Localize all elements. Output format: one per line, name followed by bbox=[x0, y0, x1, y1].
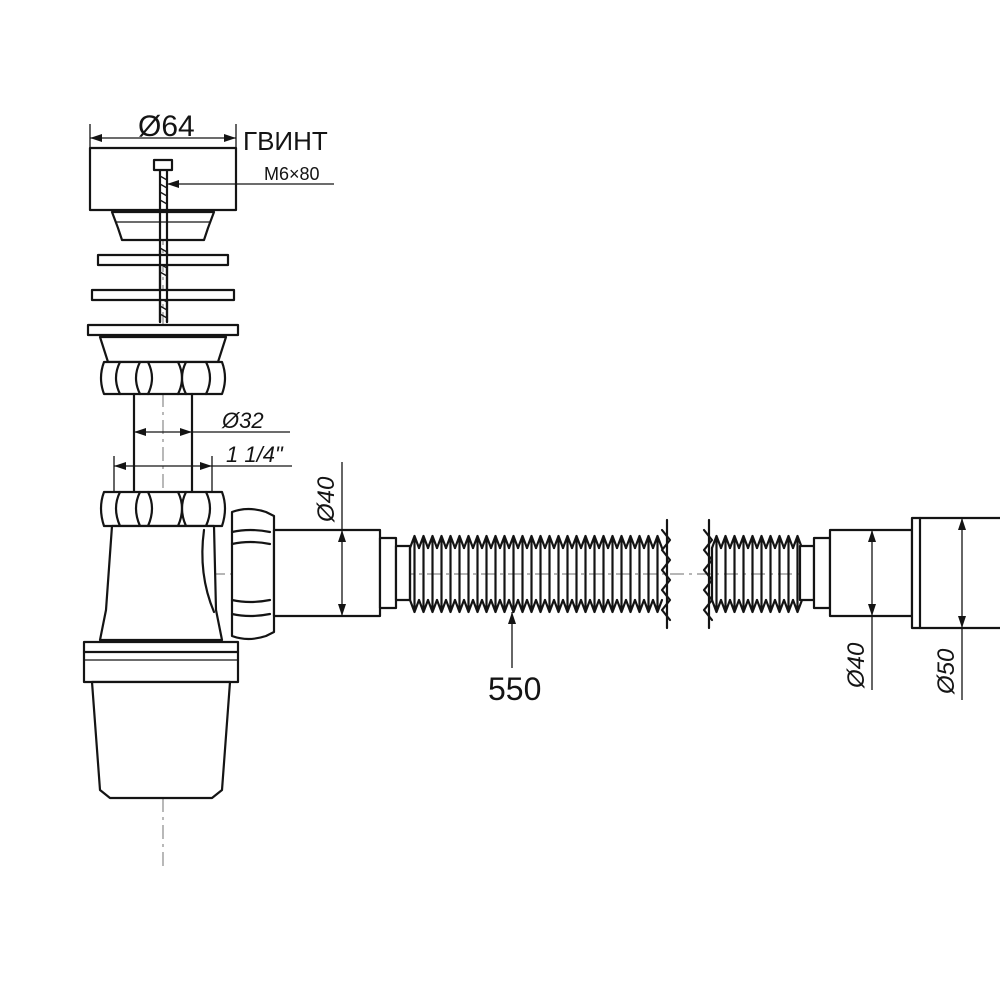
strainer-cup bbox=[110, 210, 216, 242]
bottle-side-branch bbox=[201, 528, 216, 614]
dimension-outlet-diameter bbox=[338, 462, 346, 616]
dimension-end-outer bbox=[958, 518, 966, 700]
outlet-reducer bbox=[394, 544, 412, 602]
upper-nut bbox=[99, 360, 227, 396]
dimension-hose-leader bbox=[508, 612, 516, 668]
label-screw-title: ГВИНТ bbox=[243, 126, 328, 156]
flange-body bbox=[98, 335, 228, 364]
outlet-nut bbox=[230, 507, 276, 641]
outlet-coupling bbox=[378, 536, 398, 610]
corrugated-hose-right bbox=[710, 534, 804, 614]
label-top-diameter: Ø64 bbox=[138, 110, 195, 143]
dimension-end-inner bbox=[868, 530, 876, 690]
outlet-pipe bbox=[272, 528, 382, 618]
flange bbox=[86, 323, 240, 337]
dimension-top-diameter bbox=[89, 124, 237, 148]
gasket-lower bbox=[90, 288, 236, 302]
bottle-collar bbox=[82, 640, 240, 684]
bottle-body bbox=[98, 524, 224, 642]
strainer-cap bbox=[88, 146, 238, 212]
dimension-pipe-diameter bbox=[134, 428, 290, 436]
dimension-thread bbox=[113, 456, 292, 492]
label-screw-size: M6×80 bbox=[264, 164, 320, 184]
label-hose-length: 550 bbox=[488, 671, 541, 707]
lower-nut bbox=[99, 490, 227, 528]
hose-end-sleeve bbox=[910, 516, 1000, 630]
bottle-bottom-cup bbox=[90, 680, 232, 800]
screw-leader bbox=[167, 180, 334, 188]
label-end-outer: Ø50 bbox=[933, 648, 960, 695]
hose-end-pipe bbox=[828, 528, 914, 618]
label-pipe-diameter: Ø32 bbox=[221, 408, 264, 433]
corrugated-hose-left bbox=[408, 534, 664, 614]
label-end-inner: Ø40 bbox=[843, 642, 870, 689]
hose-end-reducer bbox=[798, 544, 816, 602]
hose-end-coupling bbox=[812, 536, 832, 610]
gasket-upper bbox=[96, 253, 230, 267]
label-outlet-diameter: Ø40 bbox=[313, 476, 340, 523]
label-thread: 1 1/4" bbox=[226, 442, 284, 467]
